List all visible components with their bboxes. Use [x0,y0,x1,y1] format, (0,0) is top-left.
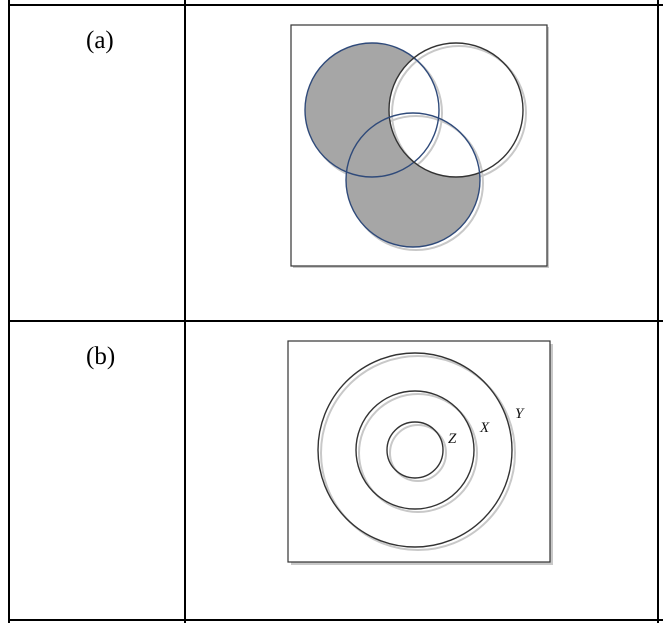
circle-x-outline [355,390,475,510]
row-label-b: (b) [86,343,116,370]
circle-shadow [389,424,447,482]
table-left-border [8,0,10,623]
circle-shadow [320,355,516,551]
venn-diagram-a [290,24,549,268]
table-right-border [657,0,659,623]
row-divider [9,320,663,322]
set-label-z: Z [448,431,457,447]
circle-c-outline [345,112,481,248]
circle-z-outline [386,421,444,479]
shaded-region [305,43,480,247]
set-label-x: X [479,420,490,436]
circle-a-outline [304,42,440,178]
universal-set-frame [287,340,551,563]
column-divider [184,0,186,623]
table-bottom-border [9,619,663,621]
circle-b-outline [388,42,524,178]
circle-y-outline [317,352,513,548]
set-label-y: Y [515,406,525,422]
circle-shadow [358,393,478,513]
row-label-a: (a) [86,27,114,54]
nested-sets-diagram-b: Z X Y [287,340,553,565]
table-top-border [9,4,663,6]
